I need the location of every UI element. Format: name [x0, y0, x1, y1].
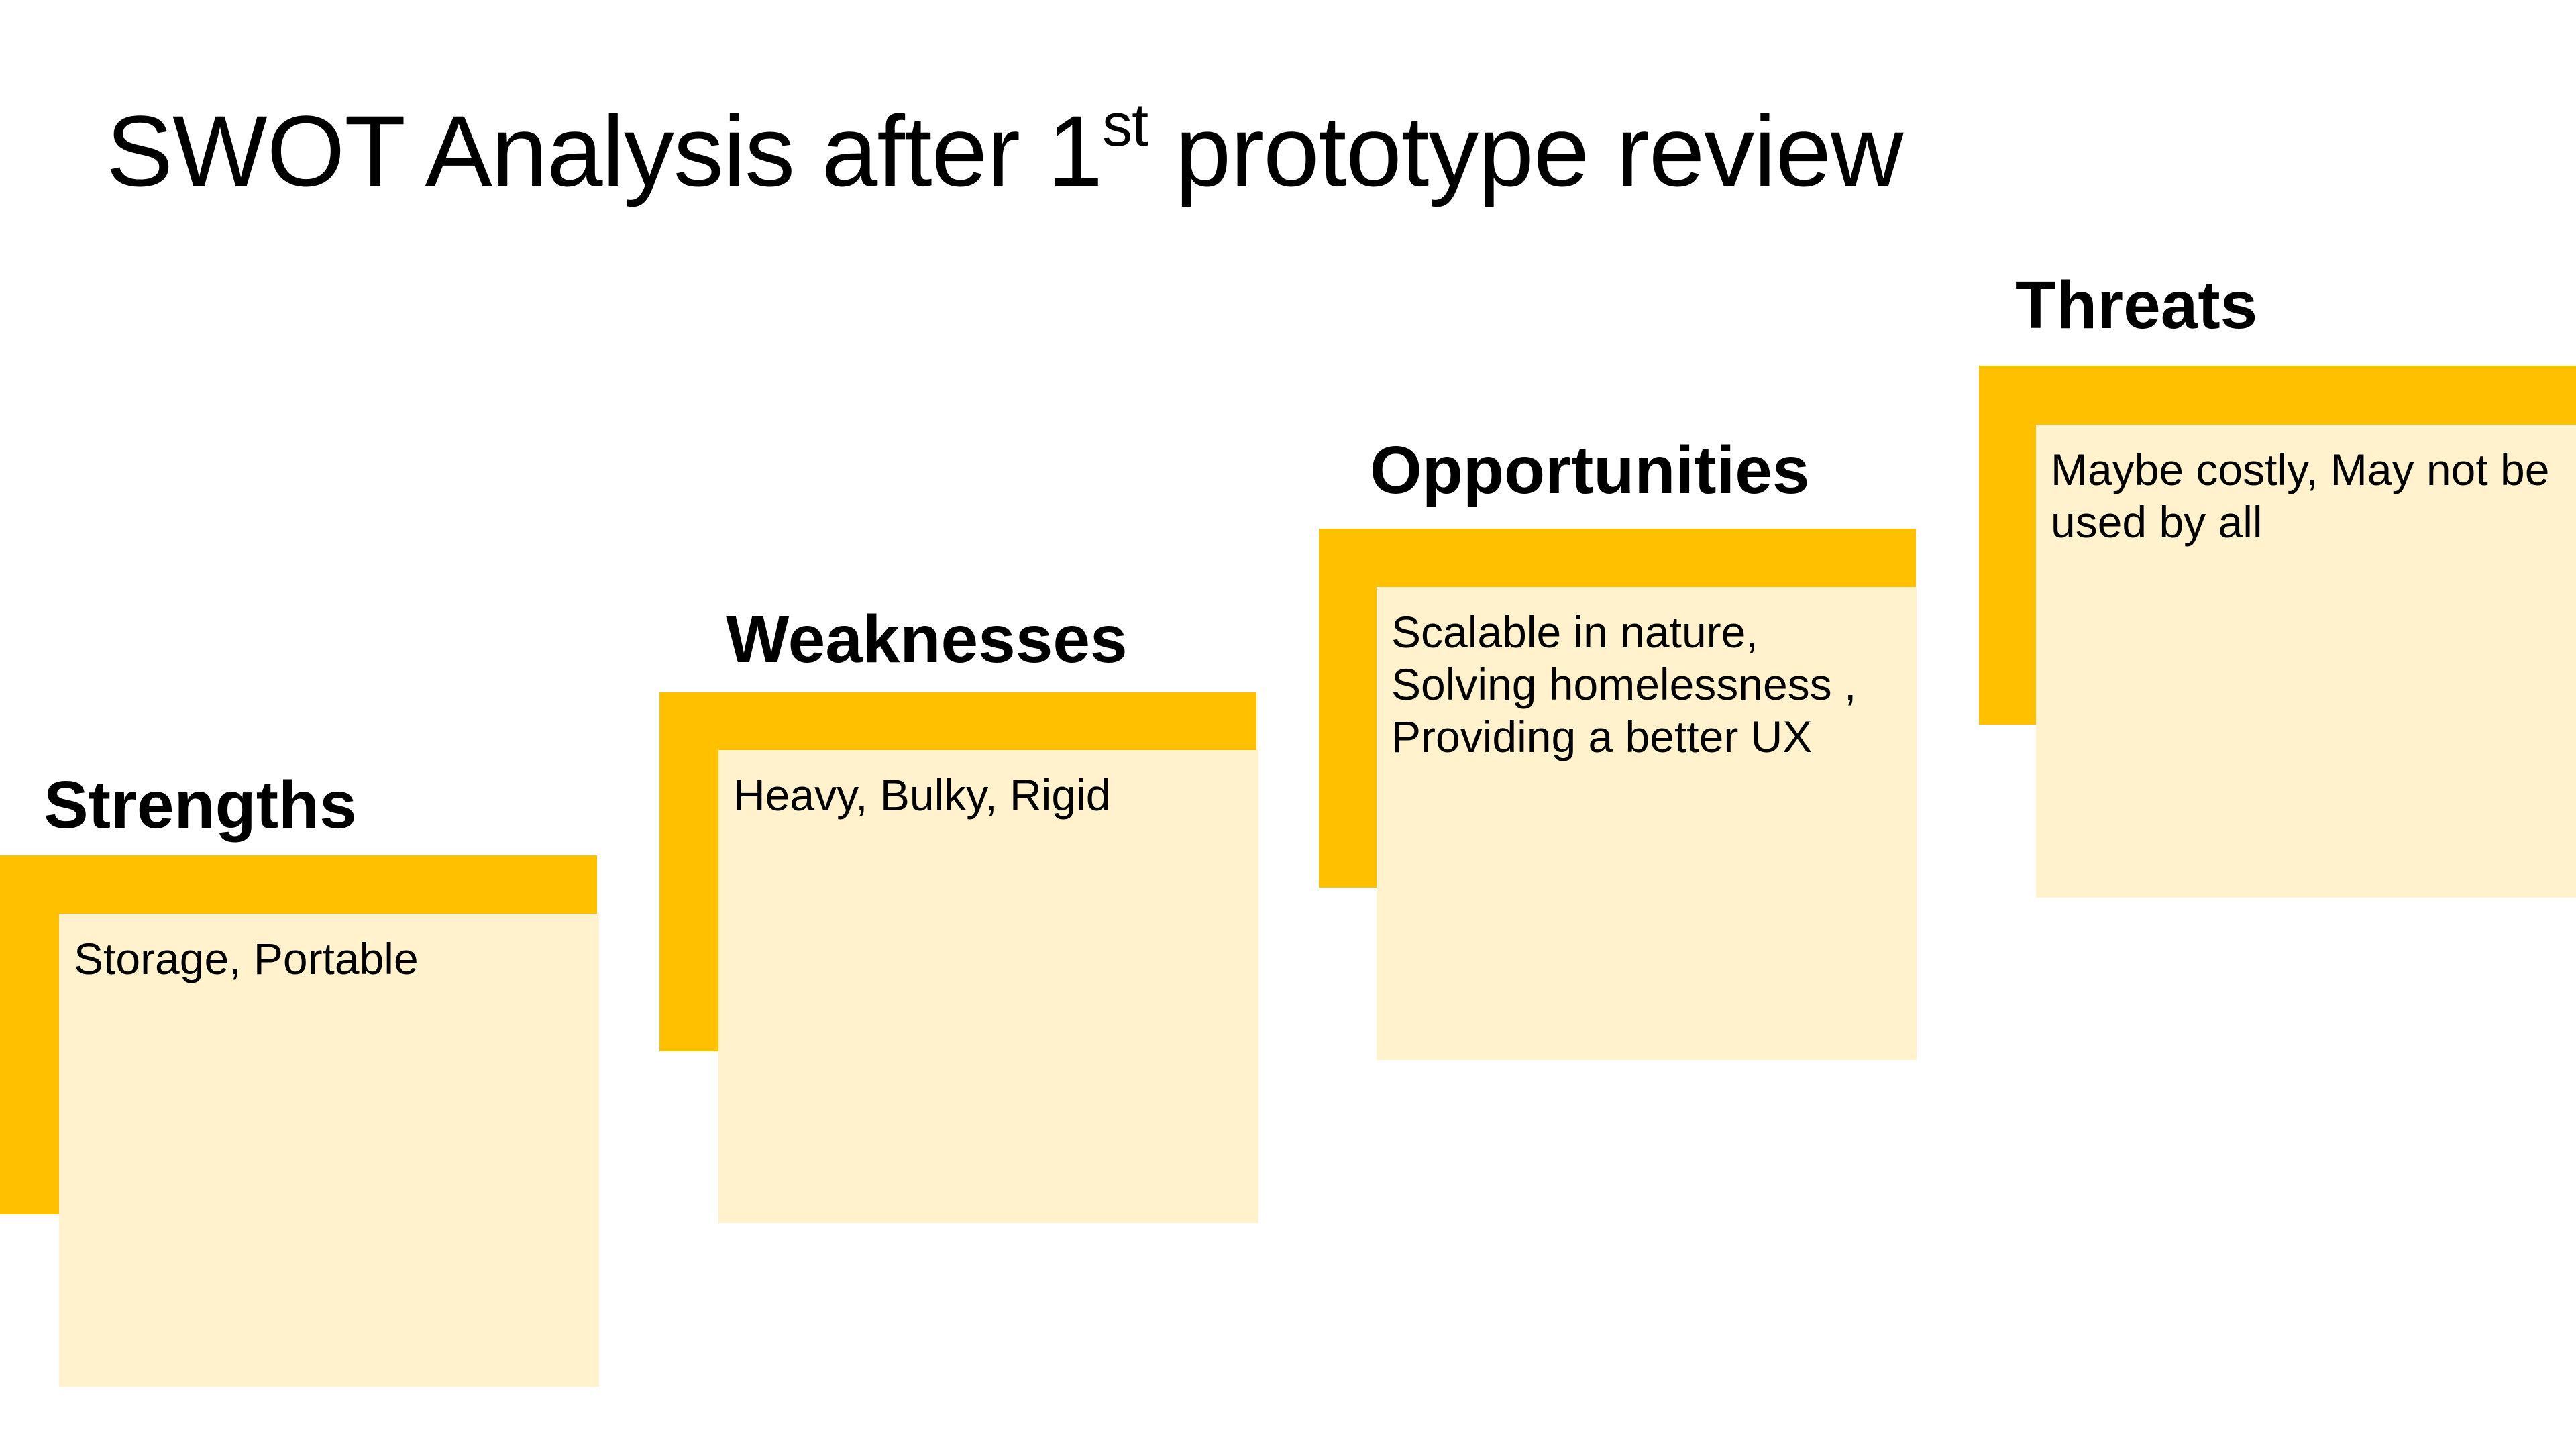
- strengths-heading: Strengths: [44, 767, 357, 843]
- title-swot: SWOT: [106, 95, 404, 207]
- opportunities-text-line-2: Solving homelessness ,: [1391, 659, 1857, 709]
- opportunities-heading: Opportunities: [1370, 433, 1810, 508]
- threats-text-line-2: used by all: [2051, 497, 2263, 547]
- strengths-text-line: Storage, Portable: [74, 934, 419, 983]
- title-rest: Analysis after 1: [403, 95, 1103, 207]
- strengths-card: Storage, Portable: [59, 914, 599, 1387]
- weaknesses-card: Heavy, Bulky, Rigid: [718, 750, 1258, 1223]
- threats-heading: Threats: [2015, 268, 2258, 343]
- title-superscript: st: [1102, 92, 1148, 159]
- title-end: prototype review: [1148, 95, 1904, 207]
- weaknesses-text-line: Heavy, Bulky, Rigid: [733, 770, 1111, 820]
- slide-title: SWOT Analysis after 1st prototype review: [106, 95, 1903, 201]
- threats-text-line-1: Maybe costly, May not be: [2051, 445, 2550, 494]
- weaknesses-heading: Weaknesses: [726, 602, 1128, 677]
- threats-card: Maybe costly, May not be used by all: [2036, 425, 2576, 898]
- opportunities-text-line-3: Providing a better UX: [1391, 712, 1813, 761]
- opportunities-text-line-1: Scalable in nature,: [1391, 607, 1758, 657]
- opportunities-card: Scalable in nature, Solving homelessness…: [1377, 587, 1917, 1060]
